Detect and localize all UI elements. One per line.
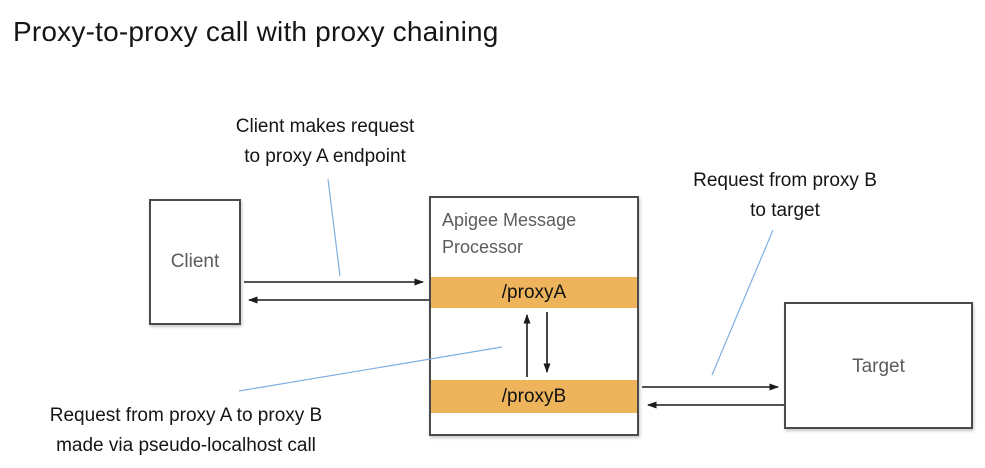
message-processor-title-line2: Processor <box>442 237 524 257</box>
message-processor-title: Apigee Message Processor <box>442 207 576 261</box>
leader-line-client-request <box>327 178 341 277</box>
annotation-proxyb-to-target: Request from proxy B to target <box>677 166 893 226</box>
diagram-title: Proxy-to-proxy call with proxy chaining <box>13 16 499 47</box>
proxy-a-label: /proxyA <box>501 281 567 303</box>
annotation-client-request-line1: Client makes request <box>235 116 415 137</box>
annotation-client-request-line2: to proxy A endpoint <box>244 146 406 167</box>
annotation-pseudo-localhost: Request from proxy A to proxy B made via… <box>10 401 362 461</box>
annotation-client-request: Client makes request to proxy A endpoint <box>217 112 433 172</box>
proxy-b-bar: /proxyB <box>431 380 637 413</box>
annotation-pseudo-localhost-line2: made via pseudo-localhost call <box>56 435 316 456</box>
client-label: Client <box>170 251 220 272</box>
annotation-proxyb-to-target-line1: Request from proxy B <box>693 170 877 191</box>
client-box: Client <box>149 199 241 325</box>
message-processor-box: Apigee Message Processor /proxyA /proxyB <box>429 196 639 436</box>
proxy-a-bar: /proxyA <box>431 277 637 308</box>
proxy-b-label: /proxyB <box>501 385 567 407</box>
message-processor-title-line1: Apigee Message <box>442 210 577 230</box>
annotation-pseudo-localhost-line1: Request from proxy A to proxy B <box>49 405 323 426</box>
target-box: Target <box>784 302 973 429</box>
annotation-proxyb-to-target-line2: to target <box>750 200 820 221</box>
leader-line-proxyb-to-target <box>711 229 774 376</box>
target-label: Target <box>852 356 905 377</box>
